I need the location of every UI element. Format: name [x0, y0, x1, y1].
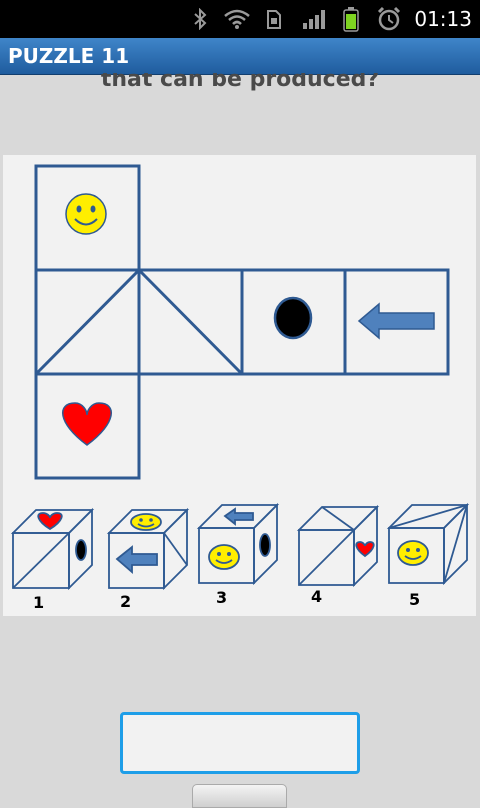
- option-cube-4[interactable]: [296, 504, 380, 588]
- option-label-2: 2: [120, 592, 131, 611]
- status-bar: 01:13: [0, 0, 480, 38]
- cube-net: [34, 164, 450, 480]
- page-title: PUZZLE 11: [8, 44, 130, 68]
- signal-icon: [300, 0, 328, 38]
- puzzle-image: 1 2 3 4 5: [3, 155, 476, 616]
- arrow-left-icon: [357, 302, 435, 340]
- option-cube-2[interactable]: [106, 507, 190, 591]
- title-bar: PUZZLE 11: [0, 38, 480, 75]
- smiley-icon: [65, 193, 107, 235]
- submit-button[interactable]: [192, 784, 287, 808]
- wifi-icon: [222, 0, 252, 38]
- status-clock: 01:13: [414, 7, 472, 31]
- heart-icon: [61, 402, 113, 446]
- answer-input[interactable]: [120, 712, 360, 774]
- option-label-1: 1: [33, 593, 44, 612]
- alarm-icon: [375, 0, 403, 38]
- option-cube-1[interactable]: [10, 507, 95, 591]
- oval-icon: [273, 296, 313, 340]
- option-label-5: 5: [409, 590, 420, 609]
- question-text: that can be produced?: [100, 67, 380, 92]
- bluetooth-icon: [190, 0, 210, 38]
- battery-icon: [340, 0, 362, 38]
- net-face-bottom: [34, 372, 141, 480]
- option-label-3: 3: [216, 588, 227, 607]
- option-cube-3[interactable]: [196, 502, 280, 586]
- sim-icon: [265, 0, 283, 38]
- net-face-arrow: [343, 268, 450, 376]
- option-label-4: 4: [311, 587, 322, 606]
- option-cube-5[interactable]: [386, 502, 470, 586]
